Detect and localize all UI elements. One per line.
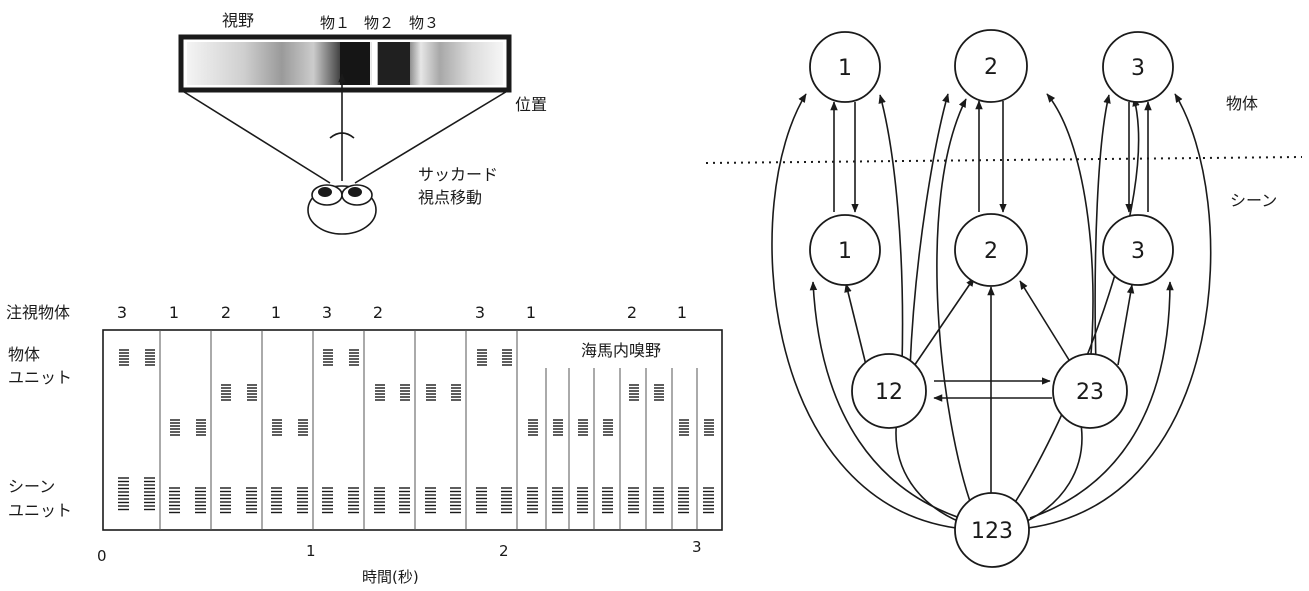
edge-23-to-object3 (1095, 95, 1109, 366)
scene-node-1: 1 (810, 215, 880, 285)
scene-unit-label-line2: ユニット (8, 501, 72, 520)
scene-node-2-label: 2 (984, 239, 998, 264)
edge-23-to-scene3 (1118, 285, 1132, 365)
edge-12-to-scene2 (914, 278, 974, 366)
scene-level-label: シーン (1230, 191, 1277, 210)
scene-node-3: 3 (1103, 215, 1173, 285)
pair-node-23-label: 23 (1076, 380, 1104, 405)
network-panel: 物体 シーン (706, 30, 1302, 567)
view-label: 視野 (222, 11, 254, 30)
scene-unit-label-line1: シーン (8, 477, 55, 496)
scene-node-1-label: 1 (838, 239, 852, 264)
raster-spikes (118, 350, 714, 513)
time-tick-0: 0 (97, 547, 107, 565)
pair-node-12: 12 (852, 354, 926, 428)
fixation-value: 2 (627, 303, 637, 322)
triple-node-123-label: 123 (971, 519, 1013, 544)
edge-12-to-123-link (896, 418, 960, 522)
object-gap (372, 42, 377, 85)
object-1-patch (340, 42, 370, 85)
object-label-2: 物２ (364, 14, 394, 32)
edge-12-to-object2 (910, 94, 948, 368)
pair-node-12-label: 12 (875, 380, 903, 405)
fixation-value: 1 (169, 303, 179, 322)
eye-icon (308, 185, 376, 234)
scene-node-3-label: 3 (1131, 239, 1145, 264)
scene-node-2: 2 (955, 214, 1027, 286)
fixation-value: 1 (526, 303, 536, 322)
triple-node-123: 123 (955, 493, 1029, 567)
position-label: 位置 (515, 95, 547, 114)
object-node-3: 3 (1103, 32, 1173, 102)
object-node-1: 1 (810, 32, 880, 102)
viewpoint-label: 視点移動 (418, 188, 482, 207)
fixation-value: 1 (271, 303, 281, 322)
object-node-2: 2 (955, 30, 1027, 102)
pair-node-23: 23 (1053, 354, 1127, 428)
object-label-3: 物３ (409, 14, 439, 32)
edge-12-to-scene1 (846, 284, 866, 365)
object-unit-label-line2: ユニット (8, 368, 72, 387)
raster-frame (103, 330, 722, 530)
object-level-label: 物体 (1226, 94, 1258, 113)
time-axis-label: 時間(秒) (362, 568, 419, 586)
raster-dividers (160, 330, 697, 530)
fixation-value: 3 (117, 303, 127, 322)
edge-23-to-scene2 (1020, 281, 1074, 368)
level-divider (706, 157, 1302, 163)
raster-panel: 注視物体 3 1 2 1 3 2 3 1 2 1 物体 ユニット シーン ユニット 海馬内嗅野 0… (6, 303, 722, 586)
fixation-value: 3 (322, 303, 332, 322)
object-node-2-label: 2 (984, 55, 998, 80)
edge-123-to-object1 (772, 94, 956, 528)
fixation-labels: 3 1 2 1 3 2 3 1 2 1 (117, 303, 687, 322)
network-edges (772, 94, 1211, 528)
fixation-value: 2 (373, 303, 383, 322)
object-label-1: 物１ (320, 14, 350, 32)
saccade-label: サッカード (418, 165, 498, 184)
region-label: 海馬内嗅野 (581, 341, 661, 360)
edge-123-to-object2-left (937, 99, 973, 510)
object-unit-label-line1: 物体 (8, 345, 40, 364)
eye-panel: 視野 物１ 物２ 物３ 位置 サッカード 視点移動 (181, 11, 547, 234)
fixation-value: 1 (677, 303, 687, 322)
edge-12-to-object1 (880, 95, 903, 365)
fixation-value: 3 (475, 303, 485, 322)
object-node-3-label: 3 (1131, 56, 1145, 81)
object-2-patch (378, 42, 410, 85)
fixation-value: 2 (221, 303, 231, 322)
time-tick-2: 2 (499, 542, 509, 560)
object-node-1-label: 1 (838, 56, 852, 81)
fixation-label: 注視物体 (6, 303, 70, 322)
field-left-edge (181, 90, 330, 183)
time-tick-3: 3 (692, 538, 702, 556)
edge-23-to-object2 (1047, 94, 1093, 366)
time-tick-1: 1 (306, 542, 316, 560)
